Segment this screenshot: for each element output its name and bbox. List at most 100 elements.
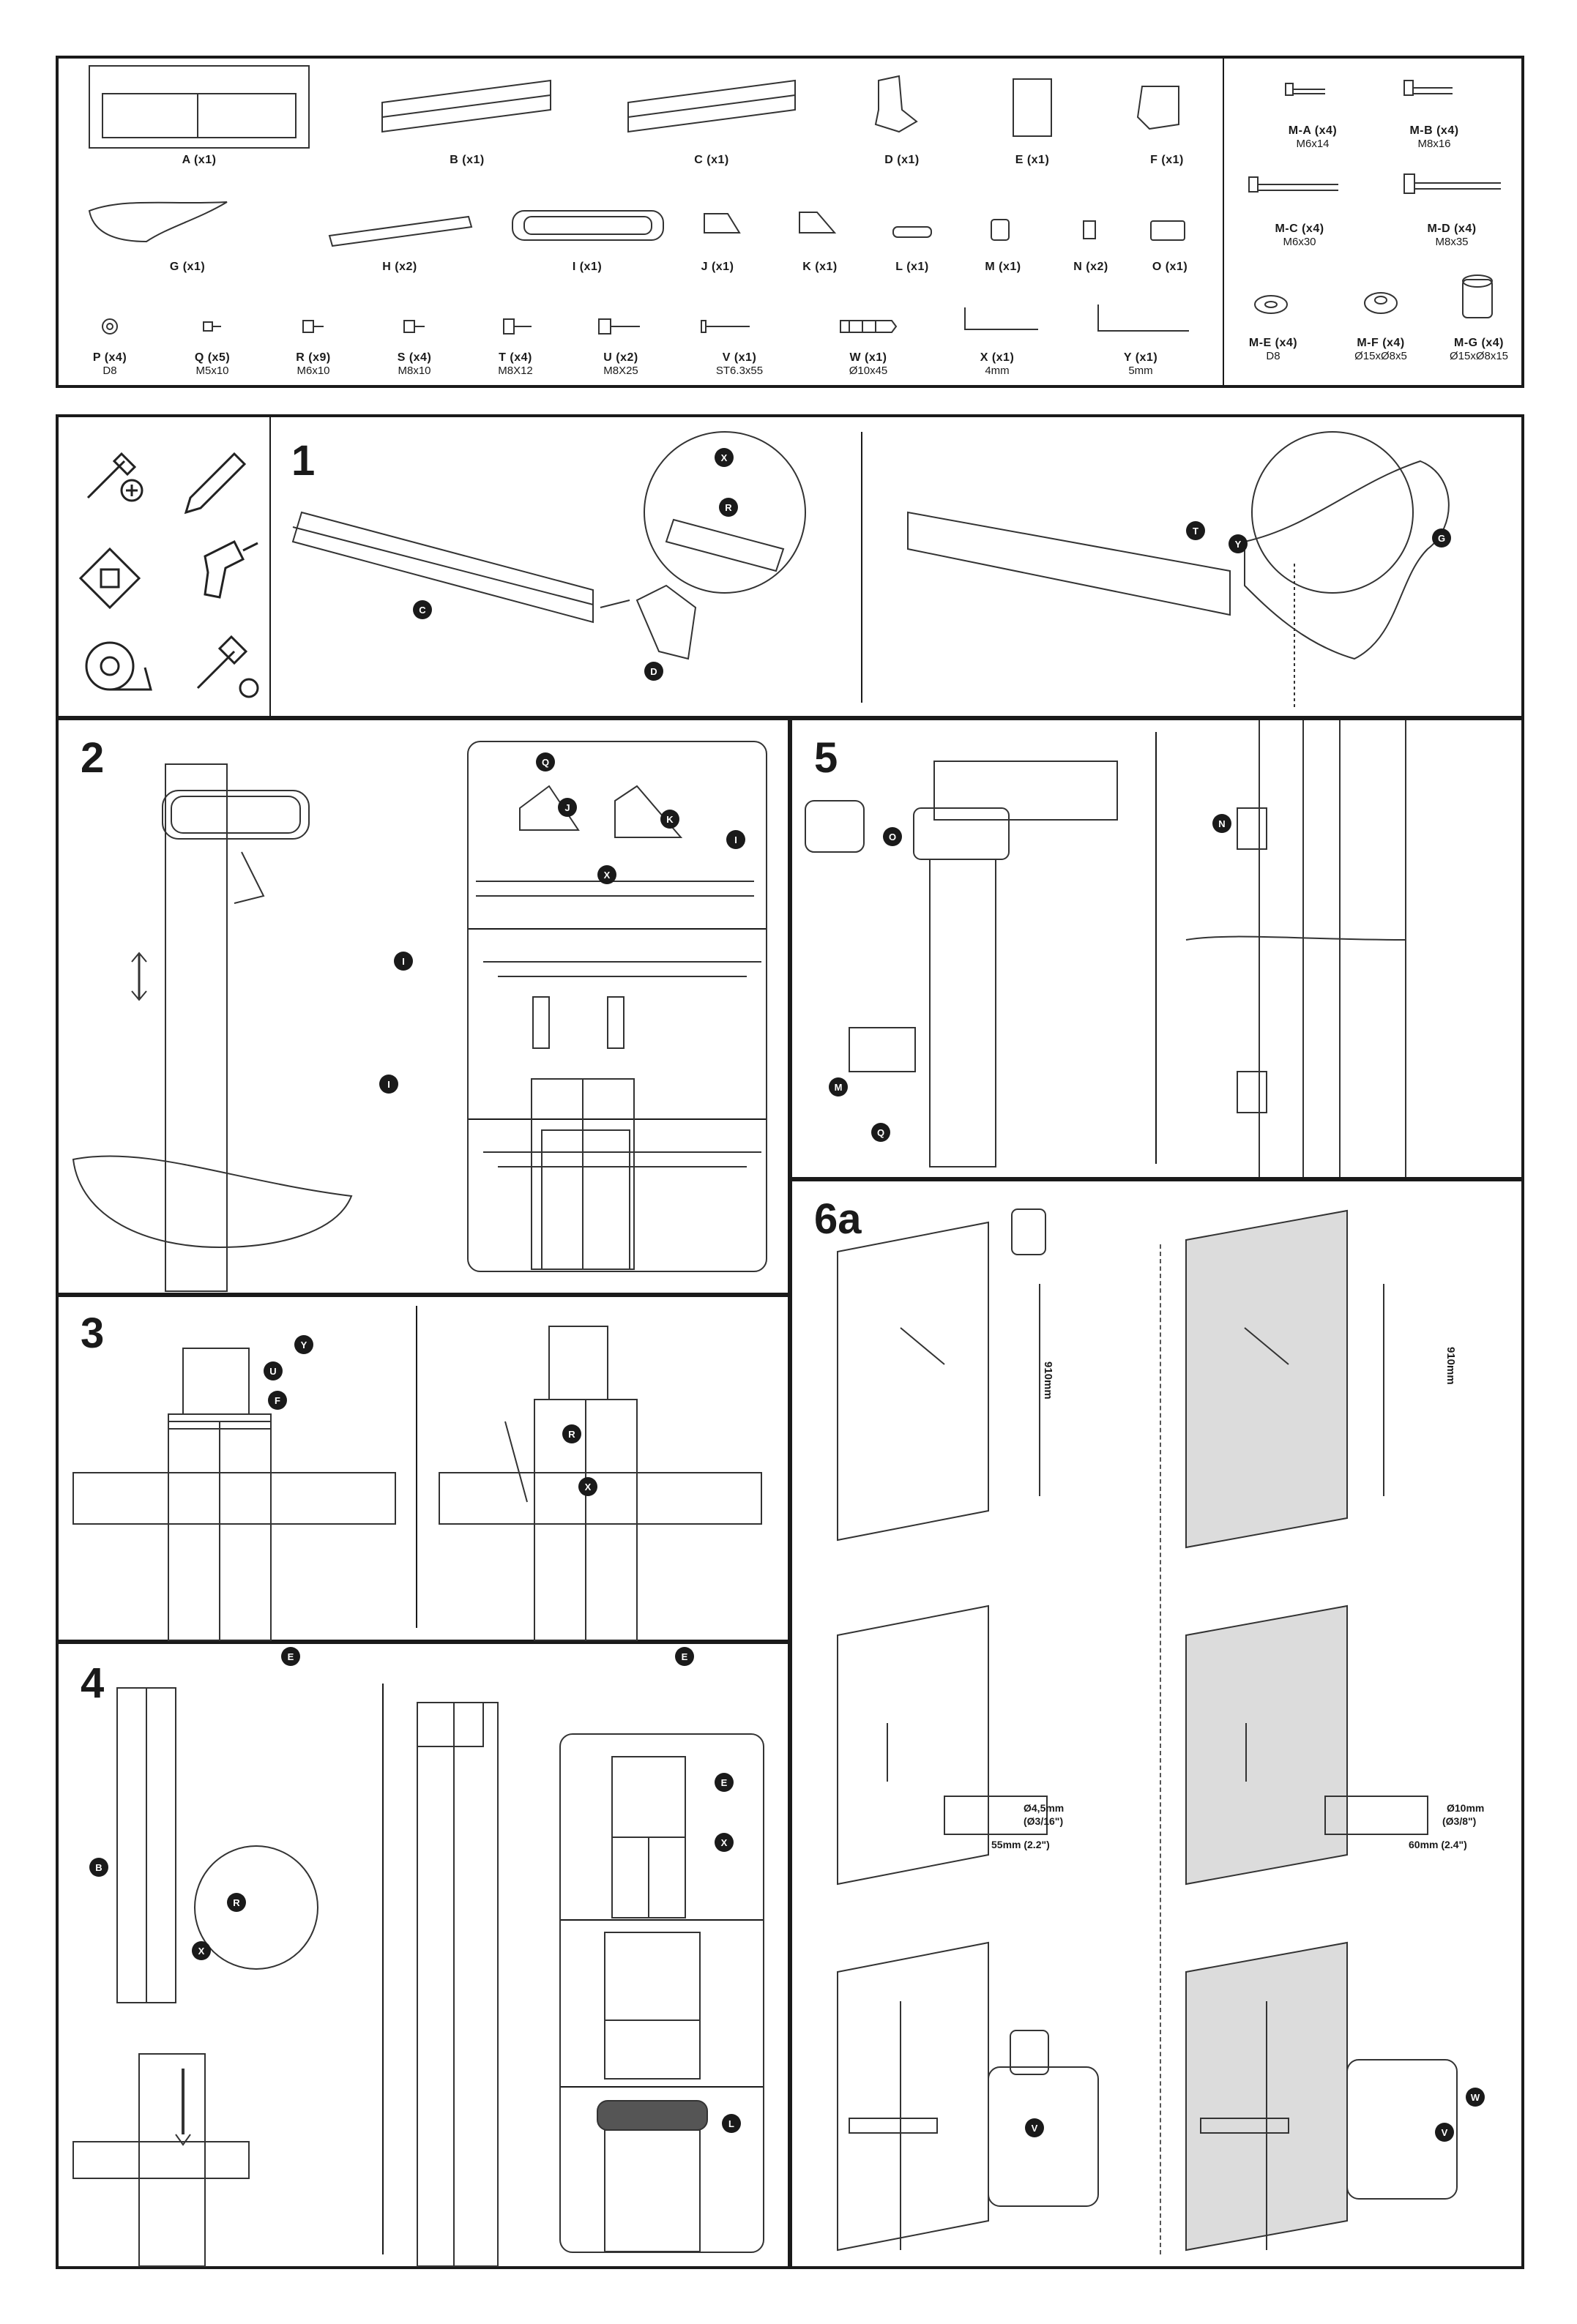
part-x-label: X (x1)4mm (980, 351, 1015, 377)
part-u-label: U (x2)M8X25 (603, 351, 638, 377)
step4-divider (382, 1684, 384, 2254)
callout-i-step2-b: I (394, 952, 413, 971)
step1-divider (861, 432, 862, 703)
tool-icons (59, 417, 271, 717)
callout-w-masonry: W (1466, 2088, 1485, 2107)
part-m-label: M (x1) (985, 261, 1021, 273)
step-4-number: 4 (81, 1659, 105, 1707)
step3-divider (416, 1306, 417, 1628)
part-m-c-label: M-C (x4)M6x30 (1275, 223, 1324, 248)
callout-c-step1: C (413, 600, 432, 619)
callout-r-step3: R (562, 1424, 581, 1443)
callout-e-step4-b: E (675, 1647, 694, 1666)
callout-x-step1: X (715, 448, 734, 467)
callout-r-step1: R (719, 498, 738, 517)
part-k-label: K (x1) (802, 261, 838, 273)
callout-v-wood: V (1025, 2118, 1044, 2137)
callout-t-step1: T (1186, 521, 1205, 540)
parts-drawings (0, 0, 1577, 395)
step4-inset (559, 1733, 764, 2253)
step-2-number: 2 (81, 734, 105, 782)
part-m-b-label: M-B (x4)M8x16 (1409, 124, 1459, 150)
part-e-label: E (x1) (1015, 154, 1050, 166)
callout-k-step2: K (660, 810, 679, 829)
part-b-label: B (x1) (450, 154, 485, 166)
step4-inset-divider-1 (561, 1919, 763, 1921)
callout-q-step2: Q (536, 752, 555, 771)
socket-wrench-icon (198, 637, 258, 697)
step4-inset-divider-2 (561, 2086, 763, 2088)
step4-illustration (59, 1644, 791, 2266)
callout-o-step5: O (883, 827, 902, 846)
part-h-label: H (x2) (382, 261, 417, 273)
part-y-label: Y (x1)5mm (1123, 351, 1158, 377)
step5-illustration (791, 720, 1523, 1177)
step6a-illustration (791, 1181, 1523, 2268)
step3-illustration (59, 1297, 791, 1641)
masonry-height-label: 910mm (1444, 1347, 1457, 1385)
part-l-label: L (x1) (895, 261, 929, 273)
callout-f-step3: F (268, 1391, 287, 1410)
pencil-icon (186, 454, 245, 512)
step-3-number: 3 (81, 1309, 105, 1357)
step-6a-number: 6a (814, 1195, 862, 1243)
callout-l-step4: L (722, 2114, 741, 2133)
step3-panel (56, 1294, 791, 1643)
callout-g-step1: G (1432, 528, 1451, 548)
step6a-panel (789, 1178, 1524, 2269)
masonry-drill-diameter: Ø10mm (1447, 1802, 1485, 1814)
parts-divider (1223, 57, 1224, 386)
callout-x-step2: X (597, 865, 616, 884)
stud-finder-icon (81, 549, 139, 608)
part-s-label: S (x4)M8x10 (397, 351, 432, 377)
part-v-label: V (x1)ST6.3x55 (715, 351, 764, 377)
part-i-label: I (x1) (572, 261, 603, 273)
drill-icon (205, 542, 258, 597)
callout-i-step2: I (726, 830, 745, 849)
masonry-drill-depth: 60mm (2.4") (1409, 1839, 1467, 1850)
callout-m-step5: M (829, 1077, 848, 1096)
step2-inset-divider-1 (469, 928, 766, 930)
part-d-label: D (x1) (884, 154, 920, 166)
callout-n-step5: N (1212, 814, 1231, 833)
part-p-label: P (x4)D8 (92, 351, 127, 377)
screwdriver-icon (88, 454, 142, 501)
part-a-label: A (x1) (182, 154, 217, 166)
part-q-label: Q (x5)M5x10 (194, 351, 231, 377)
part-w-label: W (x1)Ø10x45 (849, 351, 888, 377)
wood-drill-diameter-in: (Ø3/16") (1024, 1815, 1064, 1827)
wood-height-label: 910mm (1042, 1361, 1054, 1400)
part-f-label: F (x1) (1150, 154, 1184, 166)
callout-x-step3: X (578, 1477, 597, 1496)
step2-inset-divider-2 (469, 1118, 766, 1120)
part-t-label: T (x4)M8X12 (498, 351, 533, 377)
step-5-number: 5 (814, 734, 838, 782)
part-m-g-label: M-G (x4)Ø15xØ8x15 (1449, 337, 1509, 362)
step6a-divider (1160, 1244, 1161, 2254)
step2-illustration (59, 720, 791, 1294)
masonry-drill-diameter-in: (Ø3/8") (1442, 1815, 1477, 1827)
wood-drill-depth: 55mm (2.2") (991, 1839, 1050, 1850)
step2-inset (467, 741, 767, 1272)
part-g-label: G (x1) (169, 261, 206, 273)
callout-y-step1: Y (1229, 534, 1248, 553)
callout-y-step3: Y (294, 1335, 313, 1354)
callout-v-masonry: V (1435, 2123, 1454, 2142)
callout-d-step1: D (644, 662, 663, 681)
step5-divider (1155, 732, 1157, 1164)
tools-divider (269, 416, 271, 717)
callout-j-step2: J (558, 798, 577, 817)
callout-u-step3: U (264, 1361, 283, 1380)
step2-inset-drawings (469, 742, 766, 1271)
step4-inset-drawings (561, 1735, 763, 2252)
wood-drill-diameter: Ø4,5mm (1024, 1802, 1065, 1814)
callout-x-step4-b: X (715, 1833, 734, 1852)
part-j-label: J (x1) (701, 261, 734, 273)
callout-r-step4: R (227, 1893, 246, 1912)
part-n-label: N (x2) (1073, 261, 1108, 273)
step1-illustration (271, 417, 1523, 717)
part-o-label: O (x1) (1152, 261, 1188, 273)
part-r-label: R (x9)M6x10 (296, 351, 331, 377)
tape-measure-icon (86, 643, 151, 690)
callout-x-step4: X (192, 1941, 211, 1960)
